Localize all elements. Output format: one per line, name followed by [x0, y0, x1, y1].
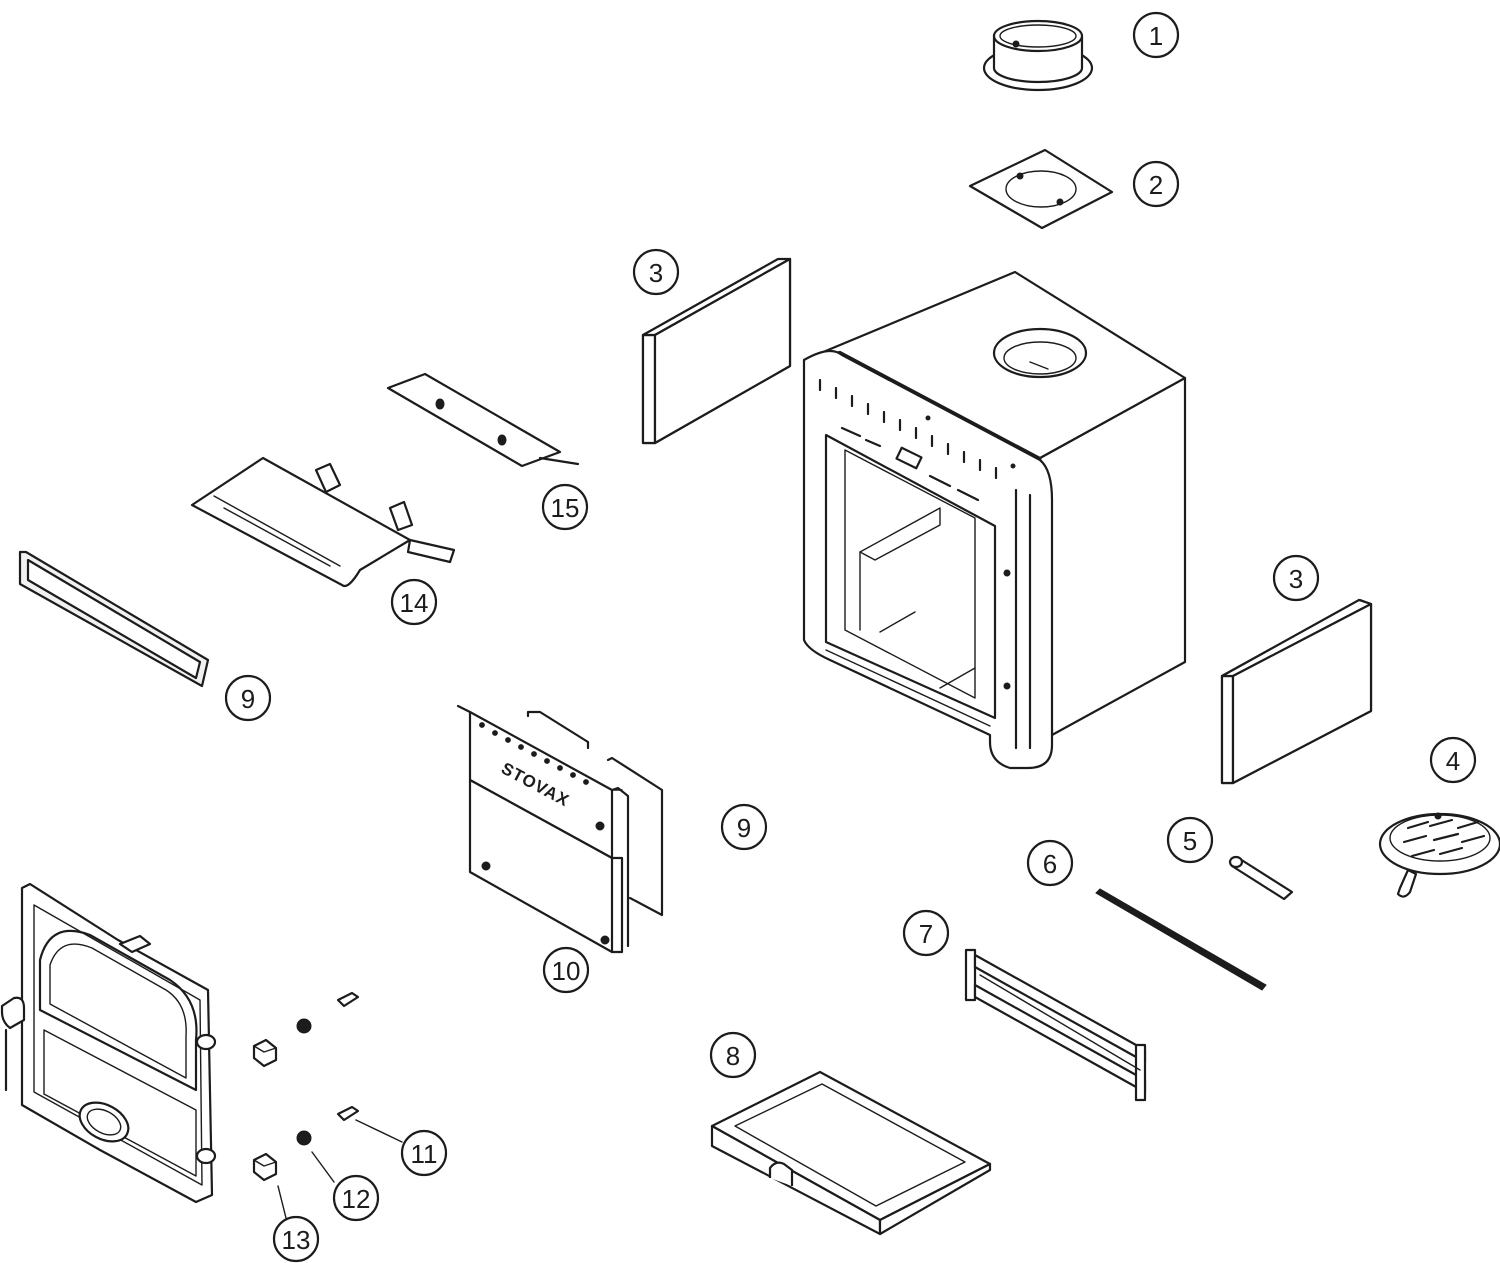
- hinge-set-upper: [252, 991, 360, 1068]
- side-brick-left: [641, 257, 792, 445]
- riddling-grate: [1378, 812, 1500, 898]
- flue-collar: [982, 19, 1094, 92]
- svg-text:1: 1: [1149, 21, 1163, 51]
- svg-text:10: 10: [552, 956, 581, 986]
- svg-text:13: 13: [282, 1225, 311, 1255]
- callout-6: 6: [1026, 839, 1074, 887]
- svg-text:6: 6: [1043, 849, 1057, 879]
- pin: [1228, 855, 1294, 901]
- callout-2: 2: [1132, 160, 1180, 208]
- callout-4: 4: [1429, 736, 1477, 784]
- svg-text:4: 4: [1446, 746, 1460, 776]
- callout-14: 14: [390, 578, 438, 626]
- svg-text:9: 9: [241, 684, 255, 714]
- callout-11: 11: [400, 1129, 448, 1177]
- stove-door: [0, 882, 217, 1204]
- side-brick-right: [1220, 598, 1373, 785]
- leader-lines: [277, 1119, 403, 1219]
- front-bar: [964, 948, 1147, 1102]
- svg-text:14: 14: [400, 588, 429, 618]
- svg-text:3: 3: [649, 258, 663, 288]
- callout-7: 7: [902, 909, 950, 957]
- callout-12: 12: [332, 1174, 380, 1222]
- svg-text:7: 7: [919, 919, 933, 949]
- riddling-rod: [1095, 888, 1267, 991]
- stove-body: [802, 270, 1187, 770]
- callout-9-right: 9: [720, 803, 768, 851]
- callout-3-right: 3: [1272, 554, 1320, 602]
- svg-text:9: 9: [737, 813, 751, 843]
- callout-8: 8: [709, 1031, 757, 1079]
- ash-pan: [710, 1070, 992, 1236]
- callout-3-upper: 3: [632, 248, 680, 296]
- callout-15: 15: [541, 483, 589, 531]
- throat-plate: [386, 372, 580, 468]
- svg-text:8: 8: [726, 1041, 740, 1071]
- flue-plate: [968, 148, 1114, 230]
- callout-9-left: 9: [224, 674, 272, 722]
- svg-text:15: 15: [551, 493, 580, 523]
- svg-text:3: 3: [1289, 564, 1303, 594]
- svg-text:5: 5: [1183, 826, 1197, 856]
- callout-10: 10: [542, 946, 590, 994]
- callout-5: 5: [1166, 816, 1214, 864]
- svg-text:11: 11: [411, 1139, 438, 1169]
- baffle-assembly: STOVAX: [456, 704, 664, 954]
- callout-13: 13: [272, 1215, 320, 1263]
- baffle-plate: [190, 456, 456, 588]
- svg-text:2: 2: [1149, 170, 1163, 200]
- hinge-set-lower: [252, 1105, 360, 1182]
- door-glass-seal: [18, 550, 210, 688]
- callout-1: 1: [1132, 11, 1180, 59]
- svg-text:12: 12: [342, 1184, 371, 1214]
